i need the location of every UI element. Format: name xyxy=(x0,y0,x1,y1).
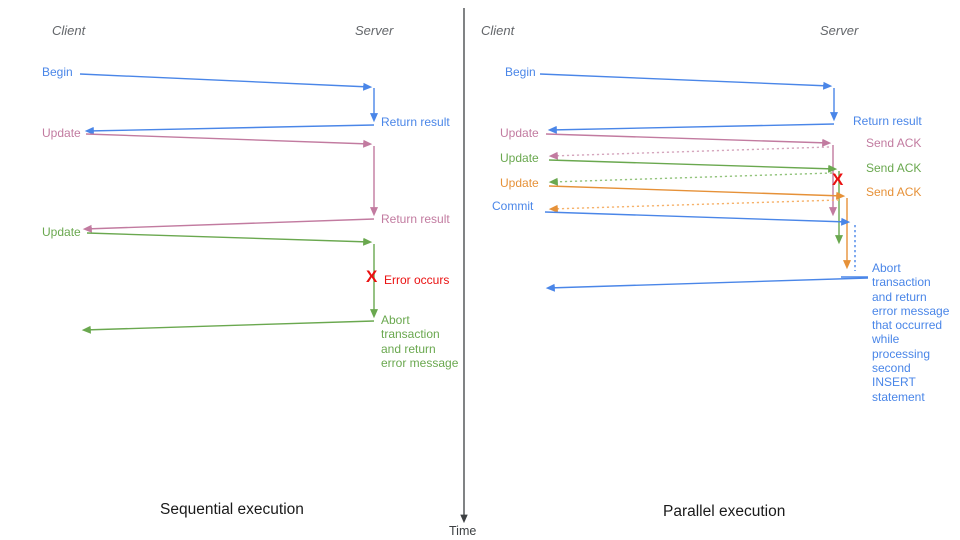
par-update2-label: Update xyxy=(500,151,539,165)
seq-return-result-1-label: Return result xyxy=(381,115,450,129)
par-caption: Parallel execution xyxy=(663,503,786,520)
par-update1-label: Update xyxy=(500,126,539,140)
seq-begin-label: Begin xyxy=(42,65,73,79)
seq-begin-send-line xyxy=(79,73,373,91)
par-update3-send-line xyxy=(548,185,846,200)
seq-error-label: Error occurs xyxy=(384,273,450,287)
par-begin-label: Begin xyxy=(505,65,536,79)
par-update3-ack-line xyxy=(548,199,840,213)
par-begin-send-line xyxy=(539,73,833,90)
seq-server-header: Server xyxy=(355,23,394,38)
seq-begin-return-line xyxy=(84,124,375,135)
par-error-x-mark: X xyxy=(832,170,844,189)
par-send-ack-3-label: Send ACK xyxy=(866,185,922,199)
seq-caption: Sequential execution xyxy=(160,501,304,518)
par-abort-return-line xyxy=(545,277,869,292)
par-return-result-label: Return result xyxy=(853,114,922,128)
seq-abort-label: Abort transaction and return error messa… xyxy=(381,313,459,370)
par-update2-send-line xyxy=(548,159,838,173)
par-update1-ack-line xyxy=(548,146,830,160)
par-commit-send-line xyxy=(544,211,851,226)
par-send-ack-1-label: Send ACK xyxy=(866,136,922,150)
seq-return-result-2-label: Return result xyxy=(381,212,450,226)
seq-abort-return-line xyxy=(81,320,375,334)
par-update1-send-line xyxy=(545,133,832,147)
time-axis-label: Time xyxy=(449,524,477,538)
seq-update2-send-line xyxy=(86,232,373,246)
seq-client-header: Client xyxy=(52,23,86,38)
seq-update1-send-line xyxy=(85,133,373,148)
par-send-ack-2-label: Send ACK xyxy=(866,161,922,175)
par-commit-label: Commit xyxy=(492,199,534,213)
par-update2-ack-line xyxy=(548,172,833,186)
seq-update1-return-line xyxy=(82,218,375,233)
par-server-header: Server xyxy=(820,23,859,38)
seq-update2-label: Update xyxy=(42,225,81,239)
par-abort-label: Abort transaction and return error messa… xyxy=(872,261,950,404)
seq-update1-label: Update xyxy=(42,126,81,140)
par-update3-label: Update xyxy=(500,176,539,190)
seq-error-x-mark: X xyxy=(366,267,378,286)
par-begin-return-line xyxy=(547,123,835,134)
par-client-header: Client xyxy=(481,23,515,38)
